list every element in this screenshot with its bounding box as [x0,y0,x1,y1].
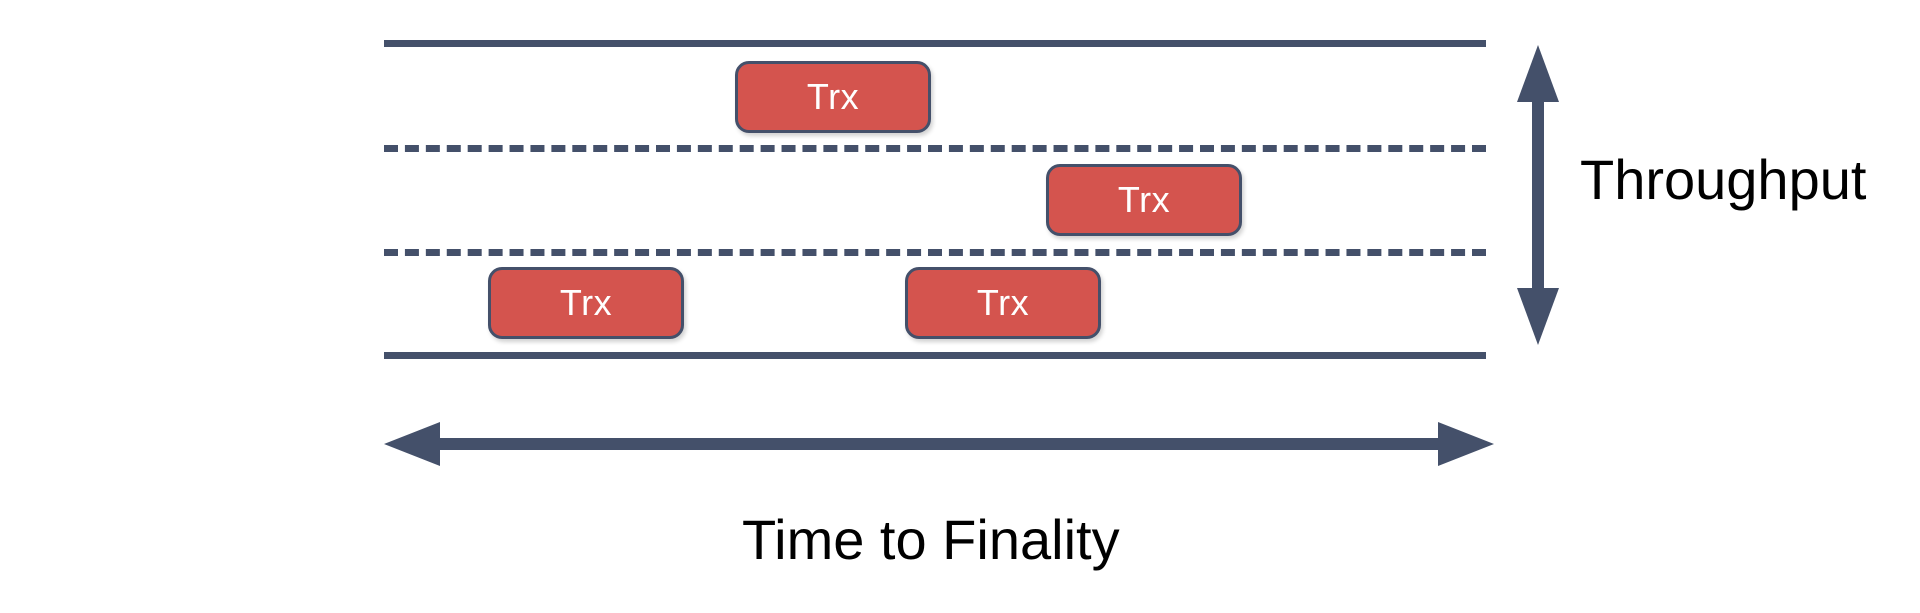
transaction-block[interactable]: Trx [1046,164,1242,236]
transaction-block[interactable]: Trx [488,267,684,339]
throughput-axis-label: Throughput [1580,148,1867,211]
lane-boundary-bottom [384,352,1486,359]
time-to-finality-arrow-icon [384,422,1494,466]
time-to-finality-axis-label: Time to Finality [742,508,1120,571]
lane-boundary-upper [384,145,1486,152]
throughput-arrow-icon [1517,45,1559,345]
lane-boundary-top [384,40,1486,47]
transaction-block[interactable]: Trx [905,267,1101,339]
lane-boundary-lower [384,249,1486,256]
transaction-block[interactable]: Trx [735,61,931,133]
